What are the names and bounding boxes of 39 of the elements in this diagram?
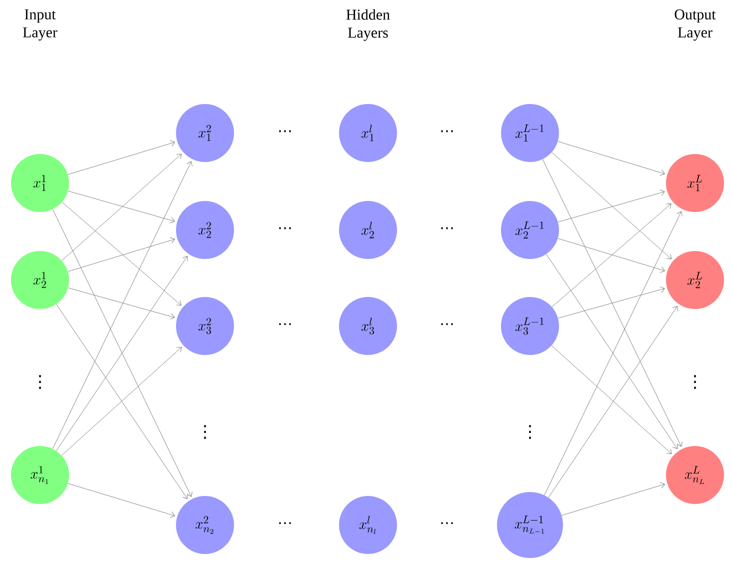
ellipsis: ⋯ [441, 227, 453, 230]
arrow [52, 161, 192, 449]
arrow [68, 190, 175, 224]
vertical-ellipsis: ⋮ [204, 425, 206, 439]
ellipsis: ⋯ [441, 323, 453, 326]
ellipsis: ⋯ [279, 323, 291, 326]
arrow [56, 256, 188, 452]
ellipsis: ⋯ [279, 522, 291, 524]
vertical-ellipsis: ⋮ [694, 375, 696, 389]
arrow [62, 154, 182, 261]
arrow [552, 203, 672, 308]
arrow [551, 345, 672, 454]
arrow [68, 483, 175, 518]
vertical-ellipsis: ⋮ [39, 375, 41, 389]
layer-heading: Input Layer [22, 9, 58, 41]
arrow [558, 141, 665, 176]
layer-heading: Hidden Layers [346, 9, 390, 41]
arrow [52, 209, 192, 497]
arrow [61, 346, 182, 456]
arrow [544, 211, 682, 496]
layer-heading: Output Layer [674, 9, 716, 41]
arrow [558, 286, 665, 318]
arrow [68, 237, 175, 272]
arrow [68, 288, 175, 320]
ellipsis: ⋯ [279, 227, 291, 230]
ellipsis: ⋯ [441, 522, 453, 524]
arrow [558, 190, 665, 222]
arrow [552, 152, 672, 260]
arrow [548, 306, 678, 498]
arrow [546, 254, 678, 450]
arrow [558, 238, 665, 273]
arrow [62, 202, 182, 306]
vertical-ellipsis: ⋮ [529, 425, 531, 439]
ellipsis: ⋯ [441, 130, 453, 132]
ellipsis: ⋯ [279, 130, 291, 132]
arrow [562, 482, 665, 516]
arrow [56, 304, 188, 500]
arrow [68, 140, 175, 175]
arrow [542, 159, 682, 447]
